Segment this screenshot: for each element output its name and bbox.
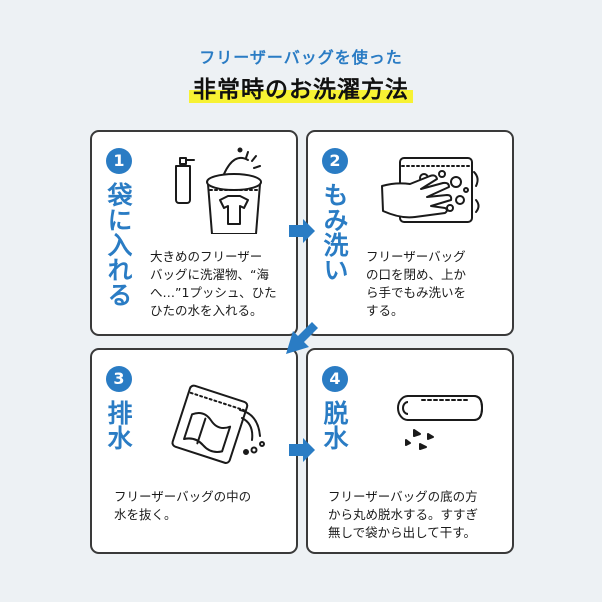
bag-draining-water-icon: [158, 380, 270, 474]
step-description: 大きめのフリーザー バッグに洗濯物、“海 へ…”1プッシュ、ひた ひたの水を入れ…: [150, 249, 277, 318]
title-wrap: 非常時のお洗濯方法: [0, 70, 602, 104]
arrow-right-icon: [289, 219, 315, 243]
step-description: フリーザーバッグの底の方 から丸め脱水する。すすぎ 無しで袋から出して干す。: [328, 489, 479, 540]
step-number-badge: 4: [322, 366, 348, 392]
step-title: もみ洗い: [320, 182, 349, 282]
hands-kneading-bag-icon: [380, 152, 484, 236]
title-highlight: [189, 90, 413, 103]
step-number-badge: 1: [106, 148, 132, 174]
step-title: 袋に入れる: [104, 182, 133, 307]
rolled-bag-icon: [392, 390, 492, 458]
step-title: 脱水: [320, 400, 349, 450]
step-number-badge: 2: [322, 148, 348, 174]
step-card-2: 2 もみ洗い フリーザーバッグ の口を閉め、上か ら手でもみ洗いを する。: [306, 130, 514, 336]
page-subtitle: フリーザーバッグを使った: [199, 48, 403, 67]
arrow-right-icon: [289, 438, 315, 462]
step-number-badge: 3: [106, 366, 132, 392]
page-title: 非常時のお洗濯方法: [189, 70, 413, 104]
step-card-1: 1 袋に入れる 大きめのフリーザー バッグに洗濯物、“海 へ…”1プッシュ、ひた…: [90, 130, 298, 336]
bag-with-shirt-and-detergent-icon: [164, 144, 276, 238]
arrow-down-left-icon: [286, 322, 318, 354]
page-title-text: 非常時のお洗濯方法: [193, 77, 409, 103]
step-description: フリーザーバッグの中の 水を抜く。: [114, 489, 252, 522]
step-title: 排水: [104, 400, 133, 450]
step-card-4: 4 脱水 フリーザーバッグの底の方 から丸め脱水する。すすぎ 無しで袋から出して…: [306, 348, 514, 554]
step-description: フリーザーバッグ の口を閉め、上か ら手でもみ洗いを する。: [366, 249, 467, 318]
step-card-3: 3 排水 フリーザーバッグの中の 水を抜く。: [90, 348, 298, 554]
